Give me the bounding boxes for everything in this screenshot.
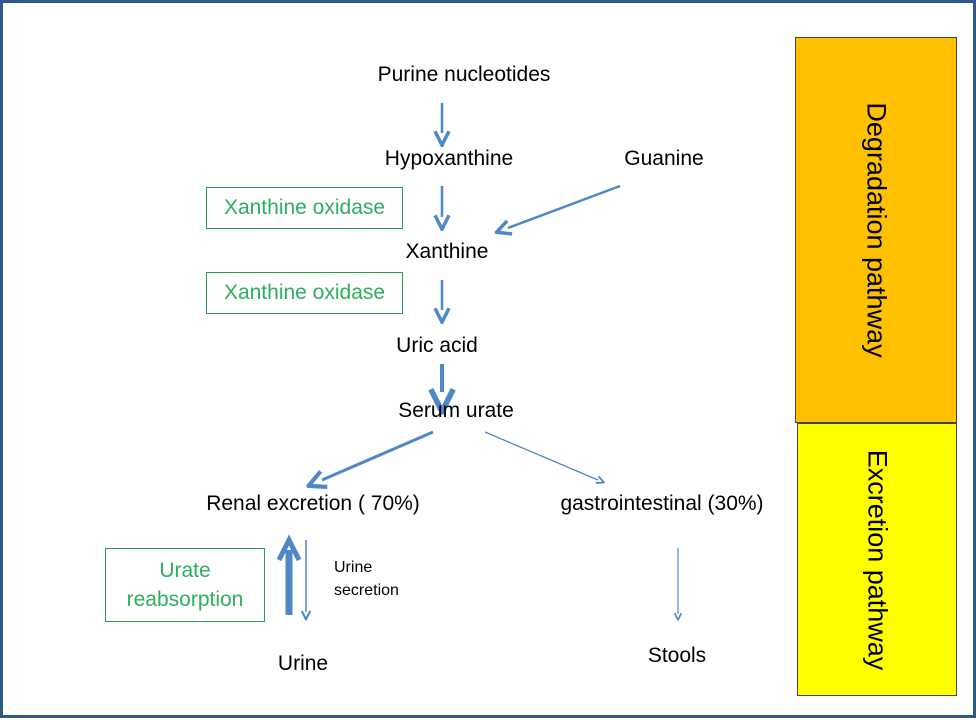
node-hypoxanthine: Hypoxanthine <box>384 147 514 170</box>
node-serum-urate: Serum urate <box>398 399 514 422</box>
enzyme-box-xanthine-oxidase-2: Xanthine oxidase <box>206 272 403 314</box>
node-guanine: Guanine <box>624 147 704 170</box>
panel-degradation-label: Degradation pathway <box>861 102 892 358</box>
arrow-serum-urate-to-renal <box>322 430 434 480</box>
arrow-serum-urate-to-gastrointestinal <box>484 431 598 480</box>
enzyme-box-urate-reabsorption: Urate reabsorption <box>105 548 265 622</box>
arrow-urate-reabsorption-head <box>276 534 302 562</box>
node-uric-acid: Uric acid <box>396 334 478 357</box>
panel-excretion-label: Excretion pathway <box>862 449 893 670</box>
arrow-guanine-to-xanthine <box>508 184 621 228</box>
annotation-urine-secretion-line2: secretion <box>334 582 399 599</box>
panel-degradation-pathway: Degradation pathway <box>795 37 957 423</box>
node-urine: Urine <box>277 652 329 675</box>
enzyme-label-reabsorption: reabsorption <box>126 588 244 611</box>
enzyme-label-xanthine-oxidase-2: Xanthine oxidase <box>223 281 386 304</box>
node-xanthine: Xanthine <box>405 240 489 263</box>
node-purine-nucleotides: Purine nucleotides <box>377 63 551 86</box>
enzyme-label-xanthine-oxidase-1: Xanthine oxidase <box>223 196 386 219</box>
enzyme-label-urate: Urate <box>159 559 211 582</box>
node-gastrointestinal: gastrointestinal (30%) <box>560 492 764 515</box>
enzyme-box-xanthine-oxidase-1: Xanthine oxidase <box>206 187 403 229</box>
panel-excretion-pathway: Excretion pathway <box>797 423 957 696</box>
annotation-urine-secretion-line1: Urine <box>334 559 373 576</box>
node-renal-excretion: Renal excretion ( 70%) <box>206 492 420 515</box>
node-stools: Stools <box>647 644 707 667</box>
